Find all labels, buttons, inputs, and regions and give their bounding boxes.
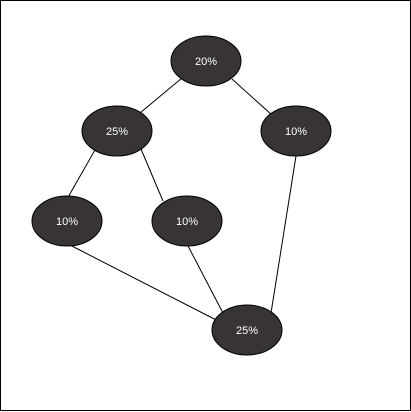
node-n3-label: 10% xyxy=(285,126,307,138)
node-n4-label: 10% xyxy=(56,216,78,228)
node-n5-shape xyxy=(151,195,223,247)
nodes-group: 20% 25% 10% 10% 10% 25% xyxy=(31,35,332,356)
node-n5: 10% xyxy=(151,195,223,247)
node-n6-label: 25% xyxy=(236,325,258,337)
node-n3: 10% xyxy=(260,105,332,157)
edge-n1-n2 xyxy=(139,77,183,114)
node-n6: 25% xyxy=(211,304,283,356)
node-n5-label: 10% xyxy=(176,216,198,228)
node-n2-label: 25% xyxy=(106,126,128,138)
node-n1: 20% xyxy=(170,35,242,87)
edge-n2-n4 xyxy=(66,149,96,200)
node-n2: 25% xyxy=(81,105,153,157)
edge-n5-n6 xyxy=(186,243,224,314)
edge-n2-n5 xyxy=(140,148,164,202)
node-n2-shape xyxy=(81,105,153,157)
node-n3-shape xyxy=(260,105,332,157)
node-n1-shape xyxy=(170,35,242,87)
node-n6-shape xyxy=(211,304,283,356)
node-n4: 10% xyxy=(31,195,103,247)
node-n4-shape xyxy=(31,195,103,247)
node-n1-label: 20% xyxy=(195,56,217,68)
edge-n3-n6 xyxy=(270,155,297,314)
edge-n4-n6 xyxy=(65,242,227,326)
edges-group xyxy=(65,77,297,326)
edge-n1-n3 xyxy=(231,78,274,117)
